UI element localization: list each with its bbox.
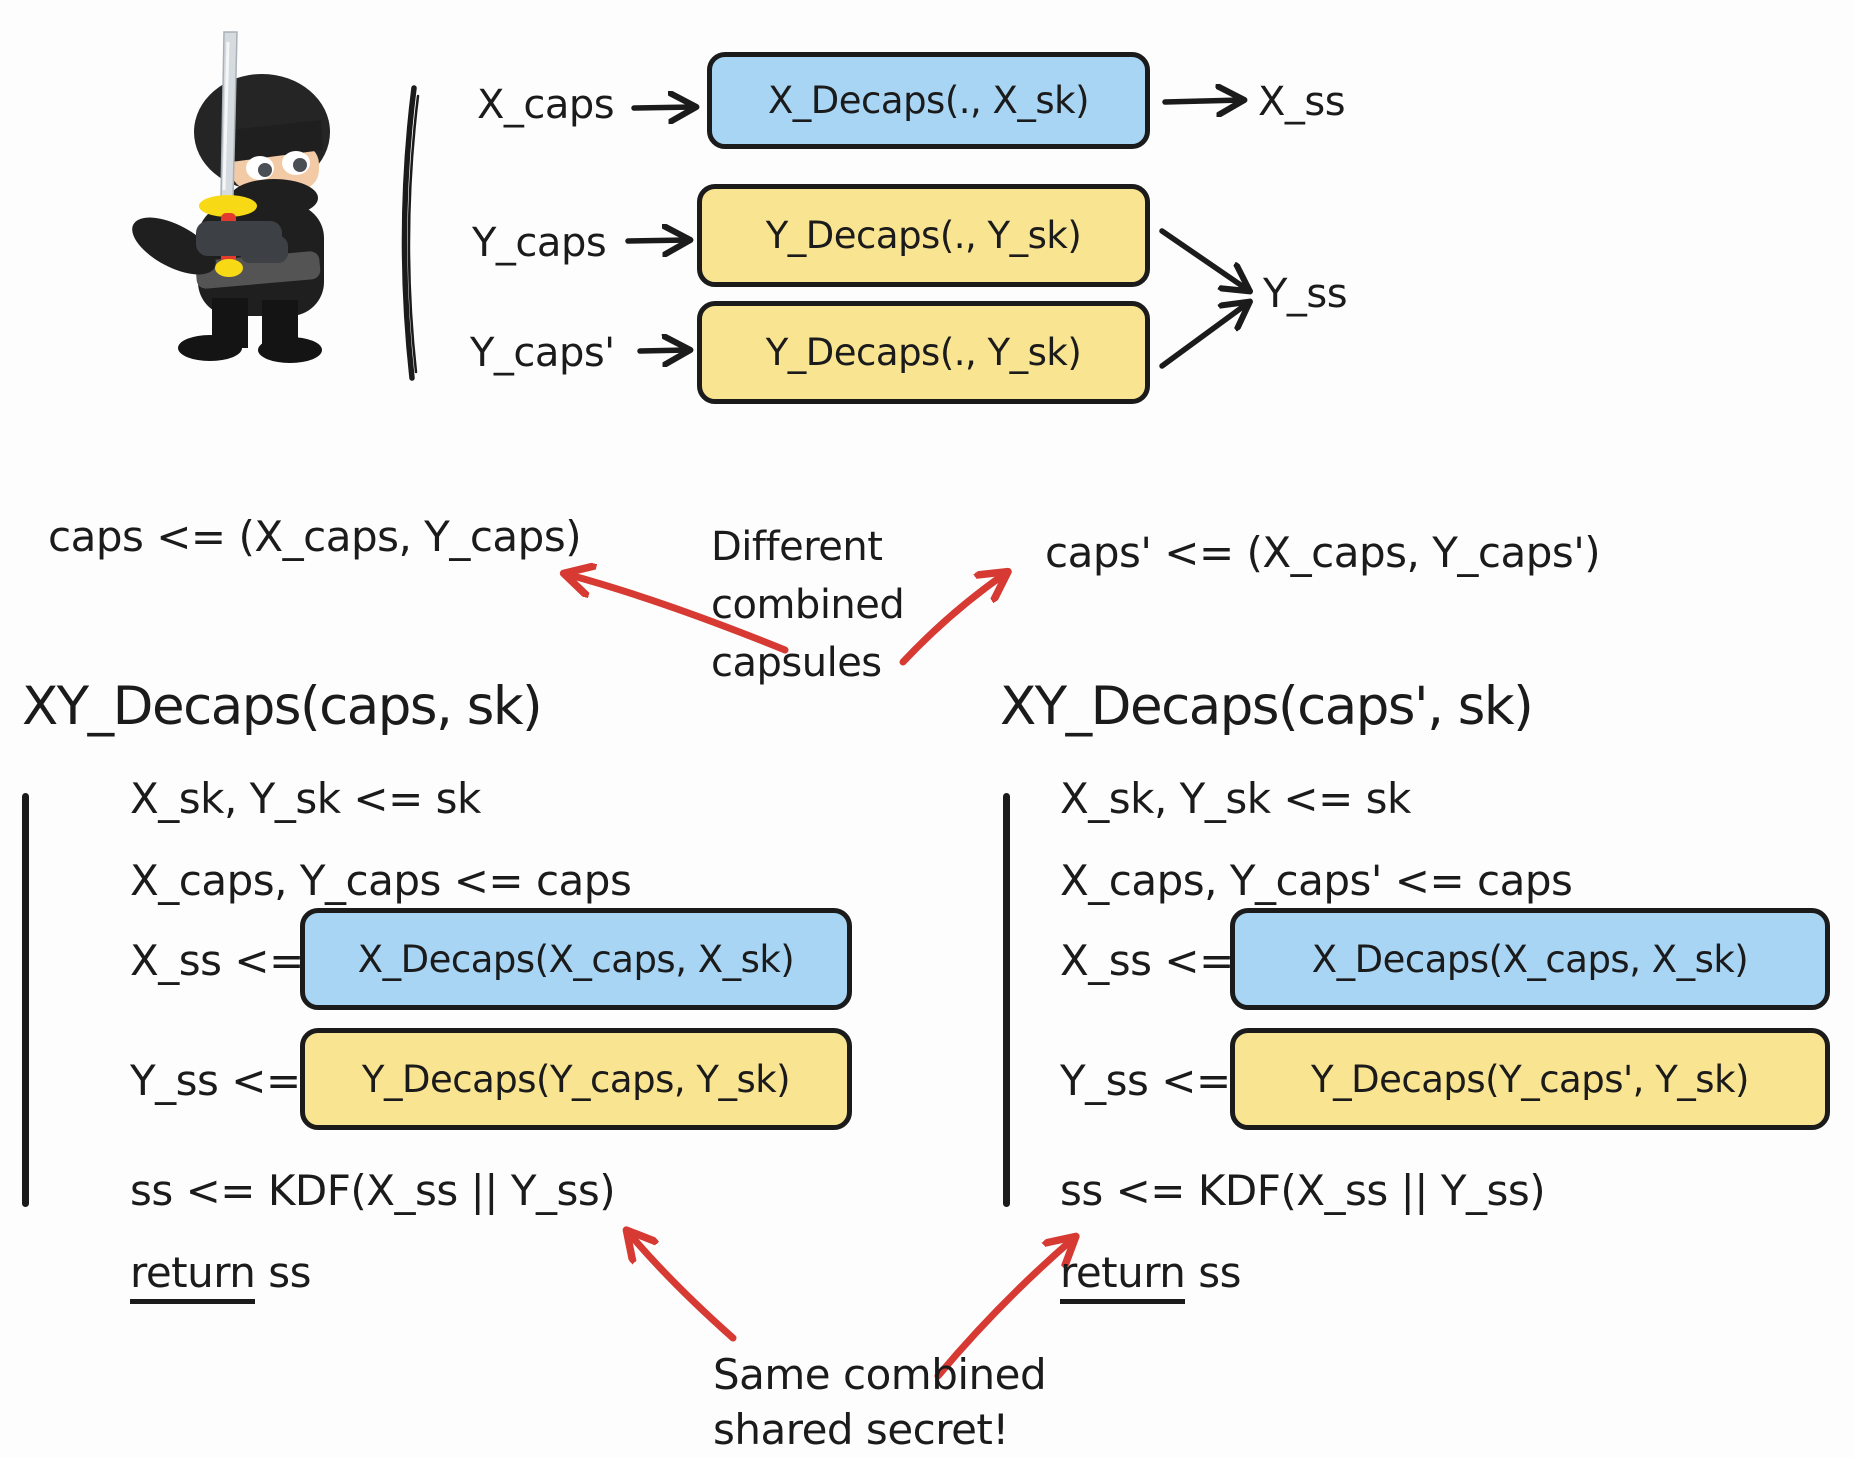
- annotation-arrows: [566, 573, 1074, 1380]
- right-fn-line2: X_caps, Y_caps' <= caps: [1060, 856, 1573, 905]
- left-fn-line1: X_sk, Y_sk <= sk: [130, 774, 481, 823]
- red-arrow-to-right-kdf: [934, 1238, 1074, 1380]
- note-combined: combined: [711, 582, 905, 628]
- y-decaps-box-1-text: Y_Decaps(., Y_sk): [765, 214, 1082, 257]
- right-fn-x-decaps-box: X_Decaps(X_caps, X_sk): [1230, 908, 1830, 1010]
- arrow-ycapsp-to-box: [637, 350, 688, 351]
- right-fn-line1: X_sk, Y_sk <= sk: [1060, 774, 1411, 823]
- right-fn-return-keyword: return: [1060, 1249, 1186, 1305]
- bottom-note-line2: shared secret!: [713, 1405, 1009, 1454]
- left-fn-y-decaps-text: Y_Decaps(Y_caps, Y_sk): [361, 1057, 791, 1101]
- y-decaps-box-1: Y_Decaps(., Y_sk): [697, 184, 1150, 287]
- note-capsules: capsules: [711, 640, 882, 686]
- left-fn-yss-label: Y_ss <=: [130, 1056, 301, 1105]
- right-fn-yss-label: Y_ss <=: [1060, 1056, 1231, 1105]
- left-fn-title: XY_Decaps(caps, sk): [22, 676, 543, 737]
- bottom-note-line1: Same combined: [713, 1350, 1047, 1399]
- left-fn-line2: X_caps, Y_caps <= caps: [130, 856, 632, 905]
- left-fn-return-line: return ss: [130, 1248, 312, 1305]
- caps-prime-equation: caps' <= (X_caps, Y_caps'): [1045, 528, 1601, 577]
- right-fn-x-decaps-text: X_Decaps(X_caps, X_sk): [1311, 937, 1749, 981]
- right-fn-return-line: return ss: [1060, 1248, 1242, 1305]
- right-fn-return-value: ss: [1198, 1248, 1242, 1297]
- right-fn-scope-bar: [1003, 793, 1010, 1207]
- y-decaps-box-2-text: Y_Decaps(., Y_sk): [765, 331, 1082, 374]
- right-fn-xss-label: X_ss <=: [1060, 936, 1234, 985]
- arrow-box-to-xss: [1162, 100, 1242, 102]
- right-fn-y-decaps-box: Y_Decaps(Y_caps', Y_sk): [1230, 1028, 1830, 1130]
- y-ss-label: Y_ss: [1263, 271, 1348, 317]
- y-decaps-box-2: Y_Decaps(., Y_sk): [697, 301, 1150, 404]
- left-fn-x-decaps-box: X_Decaps(X_caps, X_sk): [300, 908, 852, 1010]
- arrow-ycaps-to-box: [625, 240, 688, 241]
- left-fn-return-keyword: return: [130, 1249, 256, 1305]
- y-caps-label: Y_caps: [472, 220, 607, 266]
- x-decaps-box-text: X_Decaps(., X_sk): [767, 79, 1090, 122]
- ninja-icon: [132, 31, 330, 363]
- left-fn-scope-bar: [22, 793, 29, 1207]
- left-fn-kdf-line: ss <= KDF(X_ss || Y_ss): [130, 1166, 616, 1215]
- y-caps-prime-label: Y_caps': [470, 330, 615, 376]
- left-fn-x-decaps-text: X_Decaps(X_caps, X_sk): [357, 937, 795, 981]
- note-different: Different: [711, 524, 883, 570]
- left-fn-y-decaps-box: Y_Decaps(Y_caps, Y_sk): [300, 1028, 852, 1130]
- caps-equation: caps <= (X_caps, Y_caps): [48, 512, 582, 561]
- arrow-ybox1-to-yss: [1159, 228, 1248, 290]
- divider-curve: [401, 85, 420, 381]
- right-fn-y-decaps-text: Y_Decaps(Y_caps', Y_sk): [1311, 1057, 1749, 1101]
- red-arrow-to-caps: [566, 574, 789, 654]
- flow-arrows: [625, 100, 1248, 369]
- right-fn-title: XY_Decaps(caps', sk): [1000, 676, 1534, 737]
- left-fn-xss-label: X_ss <=: [130, 936, 304, 985]
- right-fn-kdf-line: ss <= KDF(X_ss || Y_ss): [1060, 1166, 1546, 1215]
- arrow-xcaps-to-box: [631, 107, 694, 108]
- x-decaps-box: X_Decaps(., X_sk): [707, 52, 1150, 149]
- x-ss-label: X_ss: [1258, 79, 1346, 125]
- left-fn-return-value: ss: [268, 1248, 312, 1297]
- x-caps-label: X_caps: [477, 82, 615, 128]
- red-arrow-to-left-kdf: [628, 1232, 737, 1342]
- arrow-ybox2-to-yss: [1159, 303, 1248, 369]
- red-arrow-to-capsp: [899, 573, 1006, 666]
